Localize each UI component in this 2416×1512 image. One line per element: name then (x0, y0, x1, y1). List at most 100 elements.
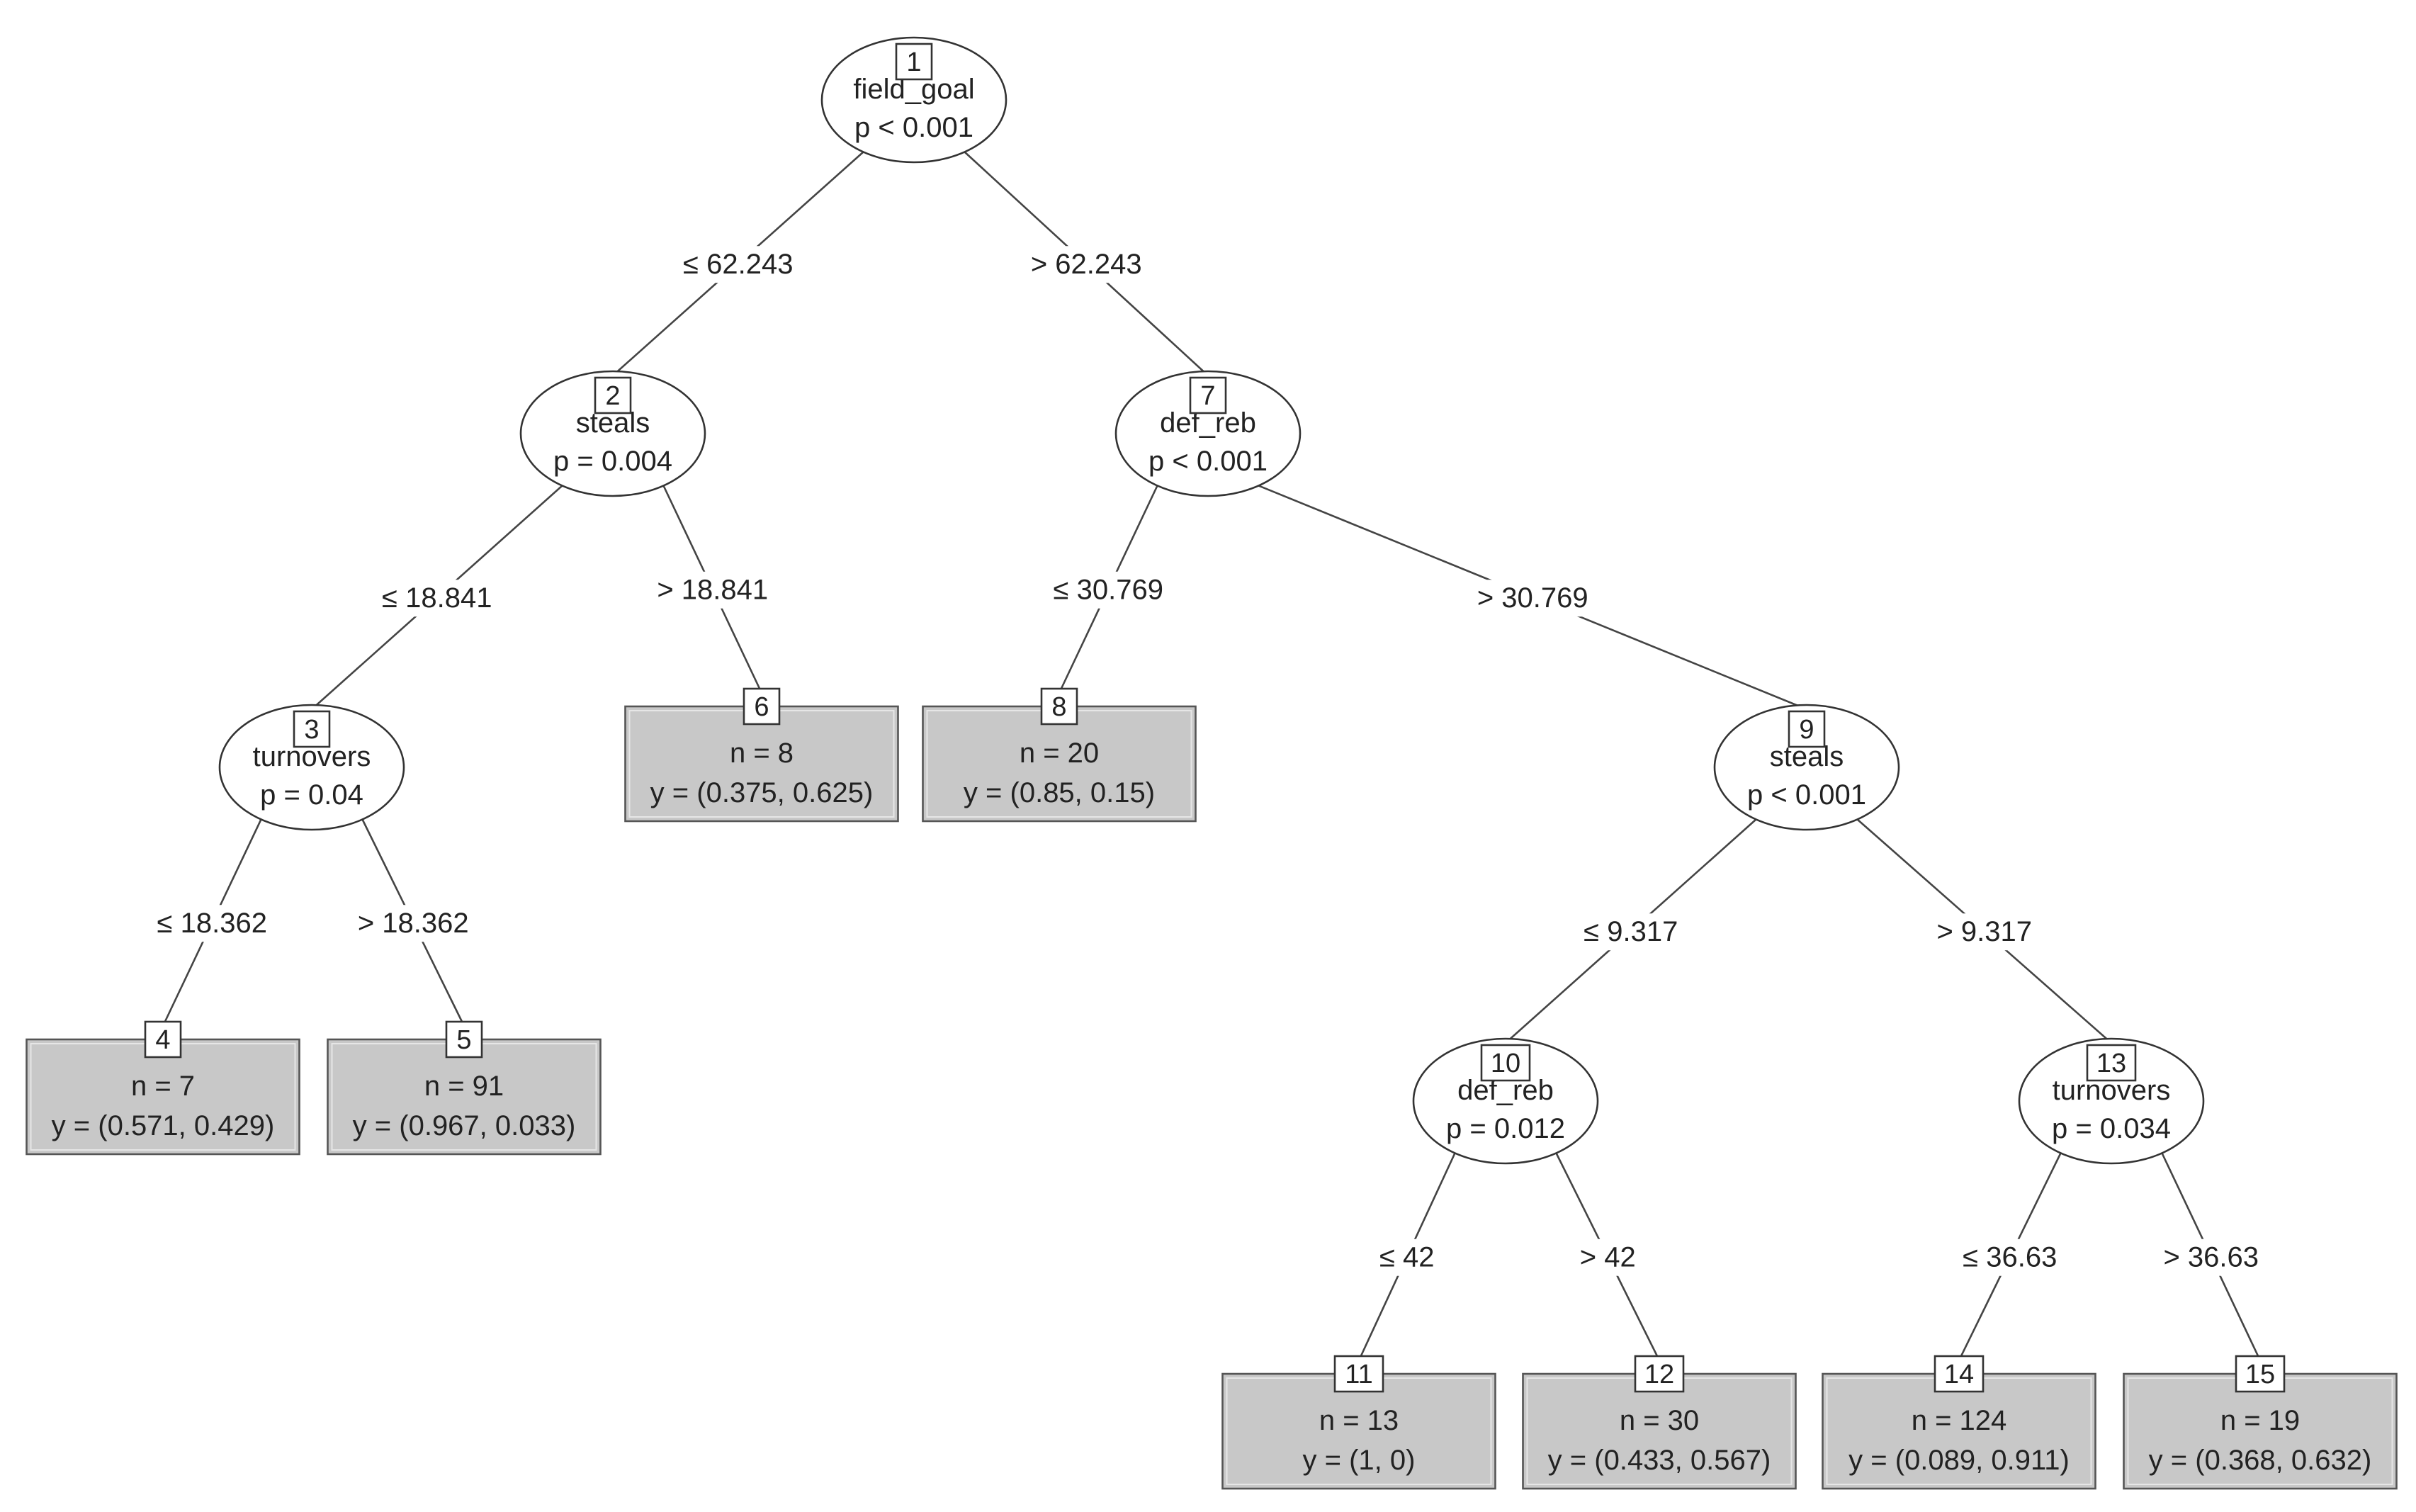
edge-condition-label: ≤ 18.841 (382, 582, 492, 614)
leaf-distribution-label: y = (0.089, 0.911) (1848, 1445, 2070, 1476)
edge-label-background (1471, 580, 1594, 617)
leaf-distribution-label: y = (0.433, 0.567) (1548, 1445, 1771, 1476)
node-id-box (594, 376, 632, 414)
split-pvalue-label: p = 0.04 (260, 779, 363, 811)
edge-label-background (651, 571, 774, 609)
node-id-box (743, 687, 781, 726)
node-id-label: 6 (754, 692, 769, 722)
leaf-node-box (1522, 1372, 1797, 1490)
node-id-label: 2 (605, 381, 620, 411)
edge-label-3-5: > 18.362 (351, 905, 475, 942)
node-id-label: 12 (1644, 1360, 1674, 1389)
split-pvalue-label: p < 0.001 (854, 112, 973, 143)
node-id-label: 10 (1491, 1049, 1520, 1078)
leaf-count-label: n = 8 (730, 738, 794, 769)
split-pvalue-label: p = 0.034 (2052, 1113, 2171, 1144)
node-id-box (2235, 1355, 2286, 1393)
edge-label-1-7: > 62.243 (1024, 246, 1148, 283)
edge-label-background (1957, 1239, 2063, 1276)
node-id-box (895, 43, 933, 81)
edge-condition-label: ≤ 9.317 (1584, 916, 1678, 947)
edges-layer (162, 151, 2262, 1361)
edge-condition-label: ≤ 30.769 (1054, 575, 1163, 606)
leaf-node-box (2123, 1372, 2398, 1490)
leaf-count-label: n = 13 (1319, 1405, 1399, 1436)
node-id-label: 5 (456, 1025, 471, 1055)
split-pvalue-label: p = 0.004 (553, 446, 672, 477)
edge-label-background (351, 905, 475, 942)
split-node-ellipse (2018, 1037, 2205, 1165)
node-id-label: 9 (1799, 715, 1814, 745)
split-node-ellipse (820, 36, 1007, 164)
node-id-box (1480, 1044, 1531, 1082)
edge-label-background (376, 580, 498, 617)
node-id-box (144, 1020, 182, 1059)
edge-label-background (1373, 1239, 1440, 1276)
leaf-node-11: n = 13y = (1, 0)11 (1221, 1355, 1496, 1490)
leaf-node-14: n = 124 y = (0.089, 0.911) 14 (1822, 1355, 2096, 1490)
node-id-box (2086, 1044, 2137, 1082)
leaf-count-label: n = 124 (1912, 1405, 2007, 1436)
split-pvalue-label: p < 0.001 (1747, 779, 1866, 811)
leaf-distribution-label: y = (0.368, 0.632) (2149, 1445, 2372, 1476)
split-node-ellipse (218, 704, 405, 831)
edge-condition-label: > 9.317 (1936, 916, 2032, 947)
node-id-label: 3 (304, 715, 319, 745)
leaf-count-label: n = 91 (424, 1071, 504, 1102)
node-id-box (1333, 1355, 1384, 1393)
edge-label-10-11: ≤ 42 (1373, 1239, 1440, 1276)
node-id-box (1189, 376, 1227, 414)
edge-label-background (151, 905, 273, 942)
edge-condition-label: ≤ 62.243 (683, 249, 793, 280)
node-id-label: 15 (2245, 1360, 2275, 1389)
split-node-ellipse (1114, 370, 1302, 497)
edge-label-background (1047, 571, 1169, 609)
leaf-distribution-label: y = (1, 0) (1303, 1445, 1416, 1476)
leaf-distribution-label: y = (0.571, 0.429) (52, 1110, 275, 1141)
leaf-node-5: n = 91 y = (0.967, 0.033) 5 (327, 1020, 602, 1156)
split-pvalue-label: p = 0.012 (1446, 1113, 1565, 1144)
node-id-box (1634, 1355, 1685, 1393)
edge-label-background (1574, 1239, 1642, 1276)
edge-condition-label: ≤ 42 (1379, 1242, 1435, 1273)
leaf-distribution-label: y = (0.967, 0.033) (353, 1110, 576, 1141)
split-node-ellipse (1713, 704, 1900, 831)
leaf-count-label: n = 7 (131, 1071, 195, 1102)
edge-labels-layer: ≤ 62.243 > 62.243 ≤ 18.841 > 18.841 ≤ 18.362… (151, 246, 2265, 1276)
edge-label-background (1578, 913, 1684, 951)
leaf-node-box (26, 1038, 300, 1156)
edge-condition-label: ≤ 18.362 (157, 908, 267, 939)
leaf-node-4: n = 7y = (0.571, 0.429)4 (26, 1020, 300, 1156)
node-id-box (293, 710, 331, 748)
split-pvalue-label: p < 0.001 (1148, 446, 1268, 477)
edge-label-2-6: > 18.841 (651, 571, 774, 609)
node-id-box (1788, 710, 1826, 748)
edge-label-10-12: > 42 (1574, 1239, 1642, 1276)
node-id-box (445, 1020, 483, 1059)
leaf-count-label: n = 19 (2220, 1405, 2300, 1436)
leaf-node-15: n = 19 y = (0.368, 0.632) 15 (2123, 1355, 2398, 1490)
edge-condition-label: > 18.362 (358, 908, 469, 939)
edge-label-9-13: > 9.317 (1931, 913, 2038, 951)
edge-label-13-15: > 36.63 (2157, 1239, 2265, 1276)
leaf-node-8: n = 20y = (0.85, 0.15)8 (922, 687, 1197, 823)
edge-label-7-8: ≤ 30.769 (1047, 571, 1169, 609)
leaf-count-label: n = 20 (1020, 738, 1099, 769)
edge-condition-label: ≤ 36.63 (1963, 1242, 2057, 1273)
node-id-label: 14 (1944, 1360, 1974, 1389)
edge-condition-label: > 42 (1580, 1242, 1636, 1273)
split-node-ellipse (519, 370, 706, 497)
leaf-count-label: n = 30 (1620, 1405, 1699, 1436)
leaf-distribution-label: y = (0.85, 0.15) (964, 777, 1155, 808)
edge-condition-label: > 30.769 (1477, 582, 1588, 614)
leaf-node-6: n = 8y = (0.375, 0.625)6 (624, 687, 899, 823)
edge-condition-label: > 18.841 (657, 575, 768, 606)
edge-condition-label: > 62.243 (1031, 249, 1142, 280)
edge-label-2-3: ≤ 18.841 (376, 580, 498, 617)
